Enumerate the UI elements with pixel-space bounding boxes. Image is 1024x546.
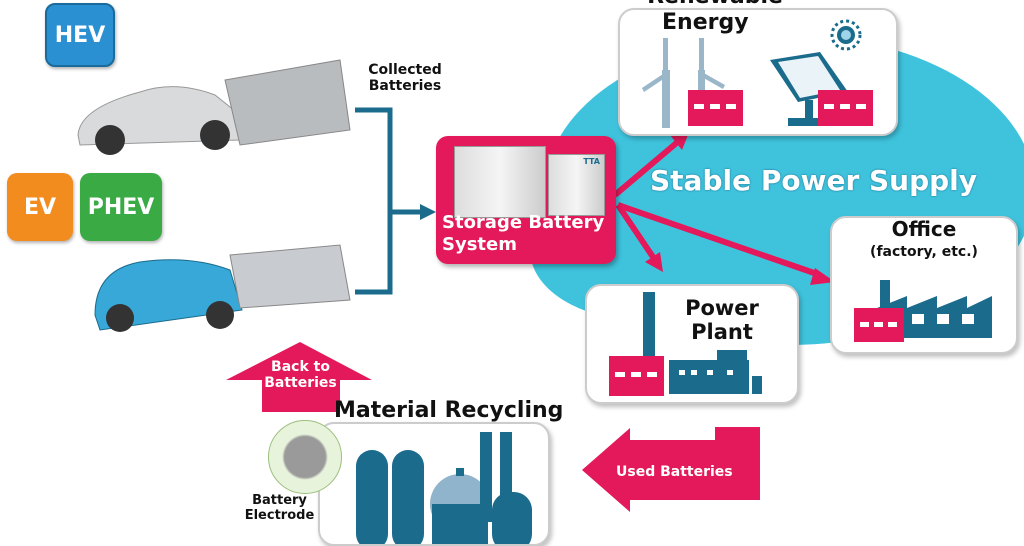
storage-cabinet-icon [454, 146, 546, 218]
material-recycling-title: Material Recycling [334, 398, 564, 423]
distribution-arrows [613, 137, 821, 278]
solar-panel-icon [770, 52, 848, 126]
recycling-card [318, 422, 550, 546]
phev-badge: PHEV [80, 173, 162, 241]
hev-car-image [77, 59, 351, 155]
collected-batteries-label: Collected Batteries [368, 62, 442, 95]
factory-icon [877, 280, 992, 338]
renewable-title-line2: Energy [662, 10, 749, 35]
battery-electrode-image [268, 420, 342, 494]
ev-car-image [94, 244, 351, 332]
power-plant-card: Power Plant [585, 284, 799, 404]
stable-power-supply-label: Stable Power Supply [650, 164, 978, 197]
battery-container-icon-4 [609, 356, 664, 396]
battery-container-icon-3 [854, 308, 904, 342]
used-batteries-arrow [582, 427, 760, 512]
battery-container-icon-2 [818, 90, 873, 126]
storage-cabinet-small-icon: TTA [548, 154, 605, 216]
renewable-energy-card: Energy [618, 8, 898, 136]
office-title: Office [891, 217, 957, 241]
office-card: Office (factory, etc.) [830, 216, 1018, 354]
silo-icon [356, 450, 424, 544]
battery-electrode-label: Battery Electrode [244, 493, 315, 523]
office-subtitle: (factory, etc.) [870, 244, 978, 260]
plant-building-icon [669, 350, 762, 394]
battery-container-icon [688, 90, 743, 126]
storage-label: Storage Battery System [442, 212, 605, 255]
chimney-icon [643, 292, 655, 368]
used-batteries-label: Used Batteries [616, 464, 733, 480]
back-to-batteries-arrow [226, 342, 372, 412]
power-plant-label: Power Plant [685, 296, 759, 345]
ev-badge: EV [7, 173, 73, 241]
hev-badge: HEV [45, 3, 115, 67]
sun-icon [830, 19, 862, 51]
storage-logo: TTA [583, 157, 600, 166]
storage-battery-system: TTA Storage Battery System [436, 136, 616, 264]
collector-lines [355, 107, 425, 295]
back-to-batteries-label: Back to Batteries [264, 359, 337, 392]
renewable-title-line1: Renewable [625, 0, 805, 9]
